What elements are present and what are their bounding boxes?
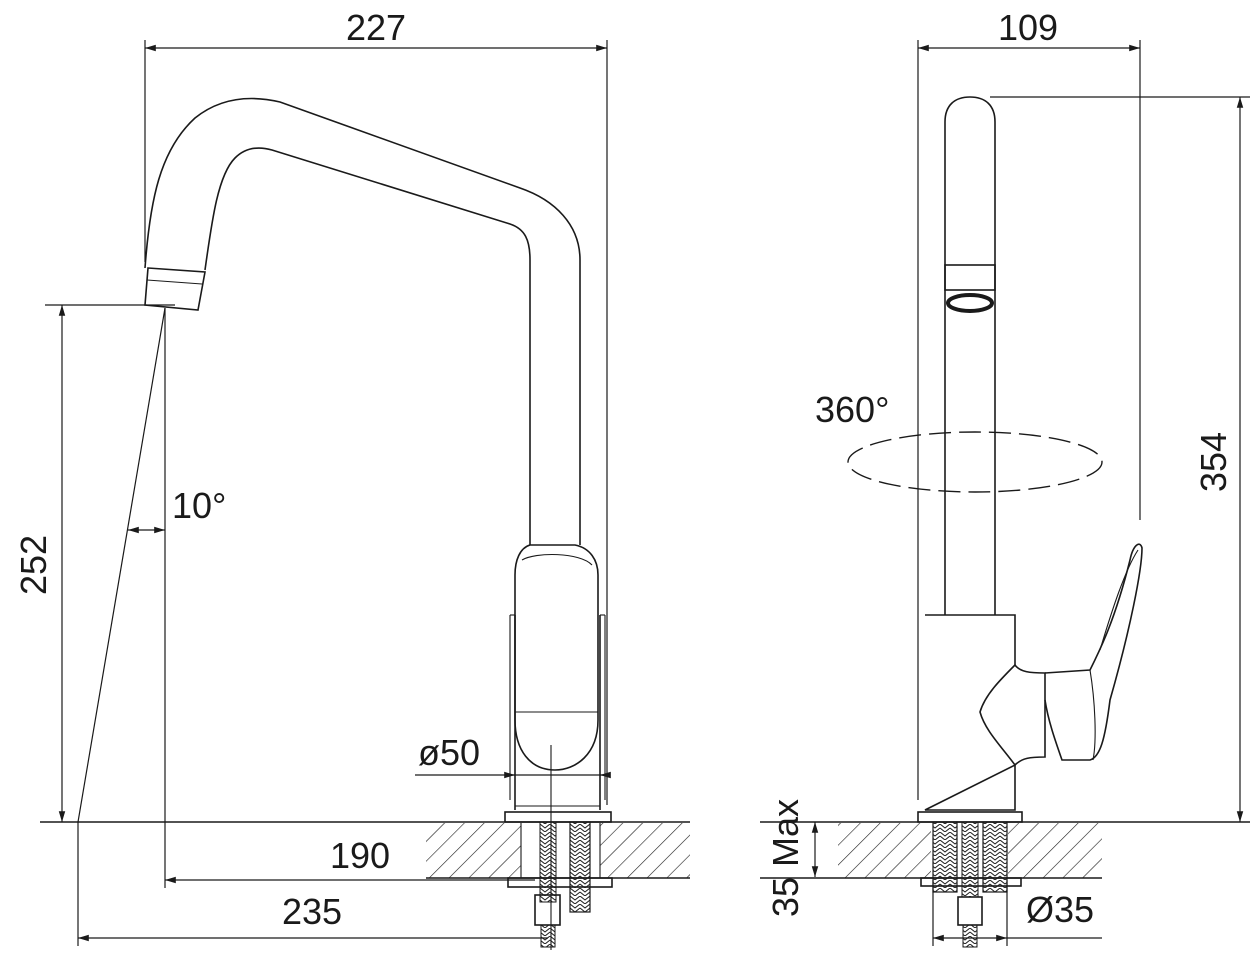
dim-rotation: 360° bbox=[815, 389, 889, 430]
dim-base-diameter: ø50 bbox=[418, 732, 480, 773]
side-countertop-hatch-right bbox=[1008, 823, 1102, 878]
dim-hole-diameter: Ø35 bbox=[1026, 889, 1094, 930]
dim-side-width: 109 bbox=[998, 7, 1058, 48]
dim-total-height: 354 bbox=[1193, 432, 1234, 492]
dim-front-width: 227 bbox=[346, 7, 406, 48]
side-view: 360° 109 354 35 Max bbox=[760, 7, 1250, 948]
dim-tilt-angle: 10° bbox=[172, 485, 226, 526]
dim-reach-outer: 235 bbox=[282, 891, 342, 932]
front-view: 227 252 10° ø50 190 235 bbox=[13, 7, 690, 950]
countertop-hatch-right bbox=[600, 823, 690, 878]
dim-spout-height: 252 bbox=[13, 535, 54, 595]
countertop-hatch-left bbox=[426, 823, 521, 878]
side-countertop-hatch-left bbox=[838, 823, 931, 878]
dim-max-counter-thickness: 35 Max bbox=[765, 799, 806, 917]
dim-reach-inner: 190 bbox=[330, 835, 390, 876]
